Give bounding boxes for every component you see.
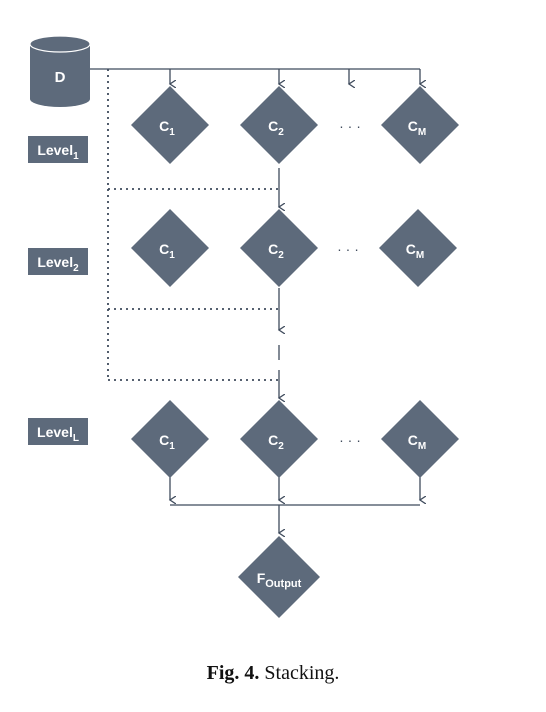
level-l-ellipsis: · · · bbox=[339, 432, 361, 448]
level-1-classifier-m: CM bbox=[381, 86, 459, 164]
output-node: FOutput bbox=[238, 536, 320, 618]
svg-text:C1: C1 bbox=[159, 118, 175, 138]
level-1-label-sub: 1 bbox=[73, 151, 79, 162]
level-l-classifier-2: C2 bbox=[240, 400, 318, 478]
svg-text:LevelL: LevelL bbox=[37, 424, 79, 444]
level-2-label: Level2 bbox=[28, 248, 88, 275]
level-1: Level1 C1 C2 · · · CM bbox=[28, 86, 459, 164]
level-2-classifier-2: C2 bbox=[240, 209, 318, 287]
caption-text: Stacking. bbox=[264, 662, 340, 684]
level-l-label: LevelL bbox=[28, 418, 88, 445]
level-2: Level2 C1 C2 · · · CM bbox=[28, 209, 457, 287]
level-2-classifier-m: CM bbox=[379, 209, 457, 287]
level-1-classifier-2: C2 bbox=[240, 86, 318, 164]
level-2-ellipsis: · · · bbox=[337, 241, 359, 257]
figure-caption: Fig. 4. Stacking. bbox=[0, 662, 546, 685]
level-l: LevelL C1 C2 · · · CM bbox=[28, 400, 459, 478]
figure-number: Fig. 4. bbox=[206, 662, 260, 684]
level-1-label: Level1 bbox=[28, 136, 88, 163]
svg-text:C1: C1 bbox=[159, 432, 175, 452]
svg-text:CM: CM bbox=[406, 241, 424, 261]
database-icon: D bbox=[29, 35, 91, 107]
dotted-feed-lines bbox=[107, 69, 279, 381]
level-1-classifier-1: C1 bbox=[131, 86, 209, 164]
level-l-label-main: Level bbox=[37, 424, 73, 440]
svg-text:C2: C2 bbox=[268, 432, 284, 452]
svg-text:Level1: Level1 bbox=[37, 142, 79, 162]
level-l-classifier-m: CM bbox=[381, 400, 459, 478]
svg-text:C2: C2 bbox=[268, 241, 284, 261]
output-label-sub: Output bbox=[265, 578, 301, 590]
level-2-label-main: Level bbox=[37, 254, 73, 270]
database-label: D bbox=[55, 69, 66, 86]
level-1-label-main: Level bbox=[37, 142, 73, 158]
svg-text:CM: CM bbox=[408, 432, 426, 452]
svg-text:Level2: Level2 bbox=[37, 254, 79, 274]
level-2-label-sub: 2 bbox=[73, 263, 79, 274]
svg-text:FOutput: FOutput bbox=[257, 570, 302, 590]
level-2-classifier-1: C1 bbox=[131, 209, 209, 287]
svg-text:C1: C1 bbox=[159, 241, 175, 261]
svg-text:C2: C2 bbox=[268, 118, 284, 138]
level-l-label-sub: L bbox=[73, 433, 79, 444]
output-label-main: F bbox=[257, 570, 266, 586]
level-1-ellipsis: · · · bbox=[339, 118, 361, 134]
level-l-classifier-1: C1 bbox=[131, 400, 209, 478]
svg-text:CM: CM bbox=[408, 118, 426, 138]
